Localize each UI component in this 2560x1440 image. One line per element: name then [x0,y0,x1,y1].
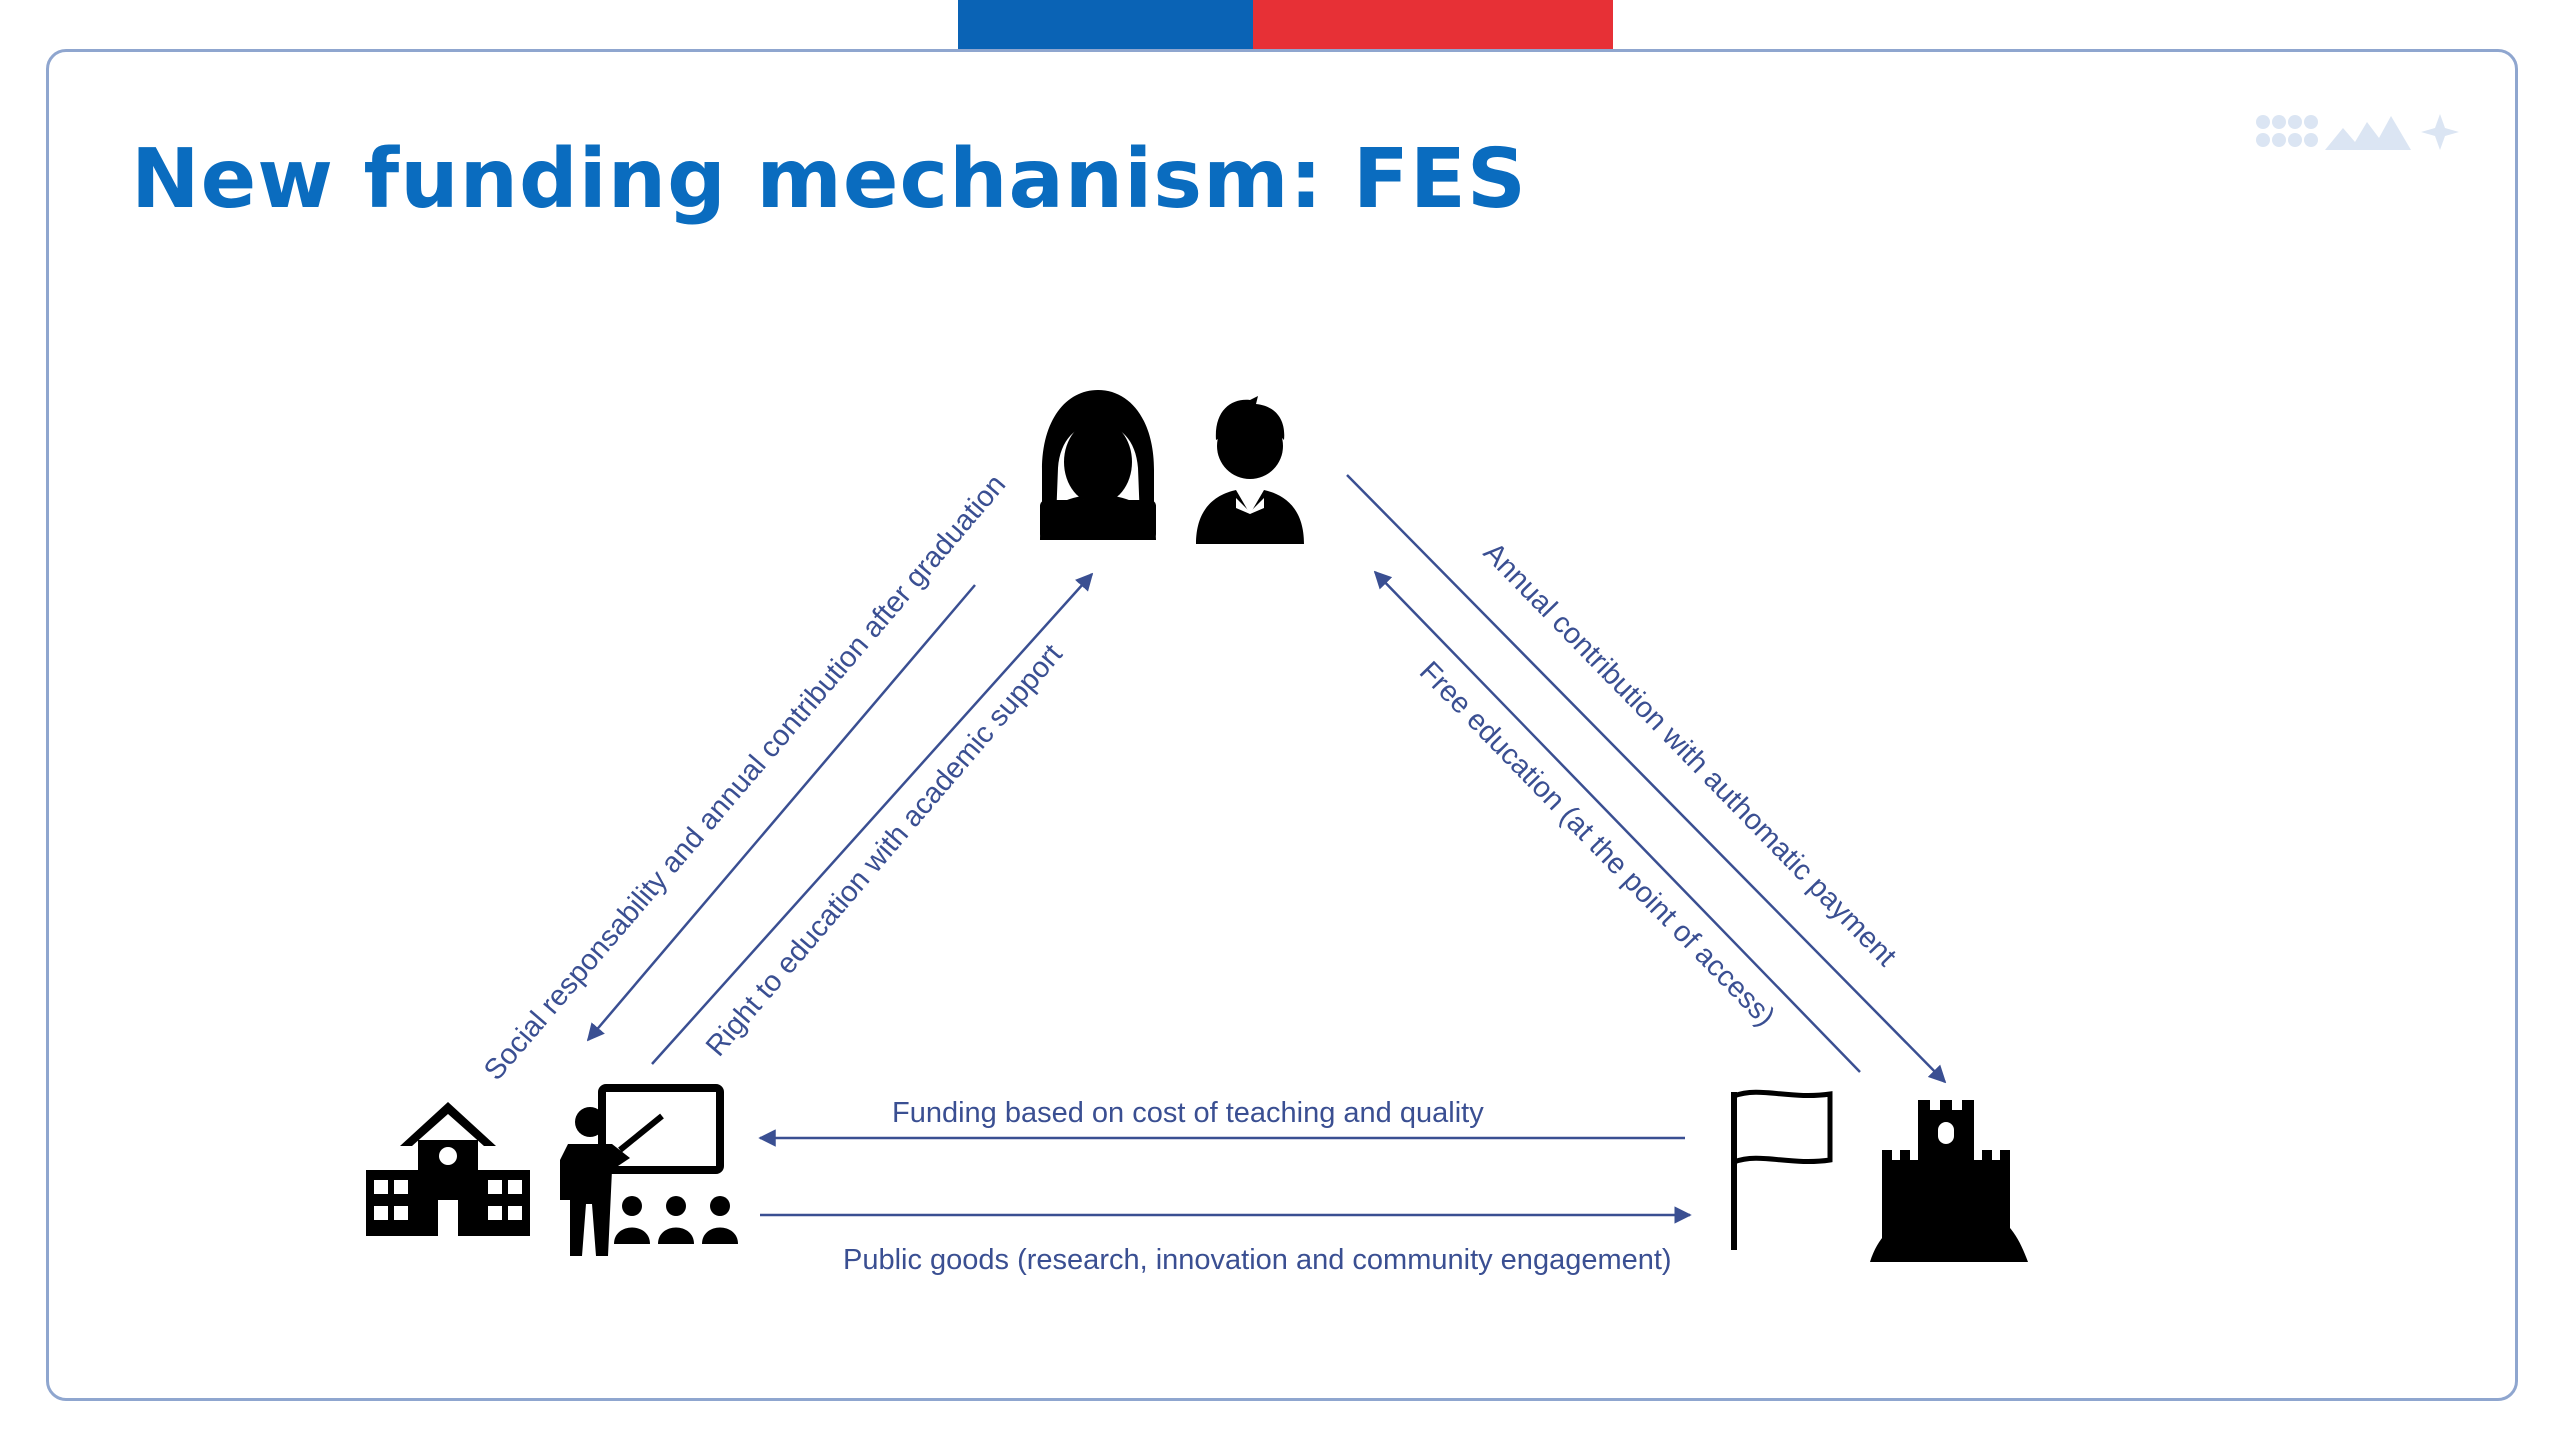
school-building-icon [366,1102,530,1236]
slide-frame [46,49,2518,1401]
woman-student-icon [1040,390,1156,540]
label-bottom-bottom: Public goods (research, innovation and c… [843,1244,1672,1276]
castle-icon [1870,1100,2028,1262]
arrow-students-to-institution [586,584,976,1042]
page-title: New funding mechanism: FES [131,132,1527,227]
man-student-icon [1196,396,1304,544]
label-left-inner: Right to education with academic support [700,638,1069,1062]
header-flag-red-bar [1253,0,1613,49]
arrow-students-to-state [1346,474,1947,1084]
header-flag-blue-bar [958,0,1253,49]
arrow-state-to-students [1373,570,1861,1073]
brand-logo-icon [2256,114,2459,150]
label-right-outer: Annual contribution with authomatic paym… [1477,537,1902,973]
arrow-institution-to-students [651,572,1094,1065]
label-bottom-top: Funding based on cost of teaching and qu… [892,1097,1484,1129]
label-right-inner: Free education (at the point of access) [1413,656,1781,1033]
flag-icon [1731,1089,1833,1250]
teacher-classroom-icon [560,1084,738,1256]
